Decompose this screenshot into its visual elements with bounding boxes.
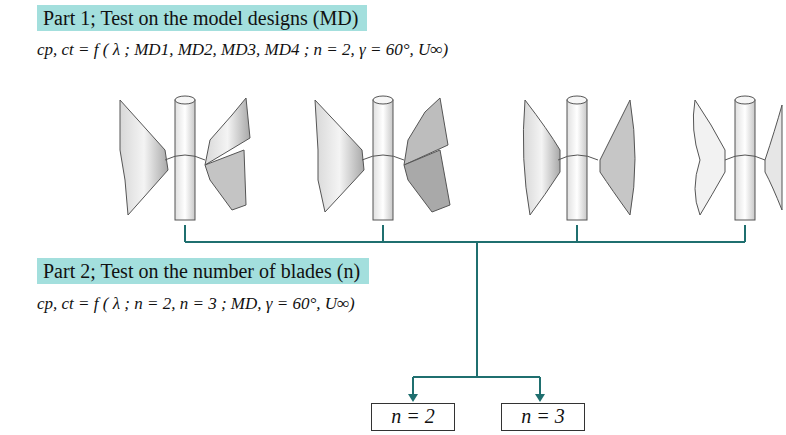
turbine-md4 bbox=[693, 96, 782, 220]
case-box: n = 2 bbox=[371, 403, 455, 431]
arrowheads bbox=[408, 394, 545, 402]
turbine-md2 bbox=[315, 96, 450, 220]
case-label: n = 3 bbox=[502, 404, 584, 428]
part-header: Part 2; Test on the number of blades (n) bbox=[37, 258, 369, 284]
part-header: Part 1; Test on the model designs (MD) bbox=[37, 5, 367, 31]
case-box: n = 3 bbox=[501, 403, 585, 431]
turbine-md1 bbox=[120, 96, 250, 220]
case-label: n = 2 bbox=[372, 404, 454, 428]
header-text: Part 2; Test on the number of blades (n) bbox=[37, 258, 369, 284]
header-text: Part 1; Test on the model designs (MD) bbox=[37, 5, 367, 31]
formula: cp, ct = f ( λ ; MD1, MD2, MD3, MD4 ; n … bbox=[37, 40, 448, 60]
formula: cp, ct = f ( λ ; n = 2, n = 3 ; MD, γ = … bbox=[37, 294, 355, 314]
turbine-md3 bbox=[523, 96, 635, 220]
